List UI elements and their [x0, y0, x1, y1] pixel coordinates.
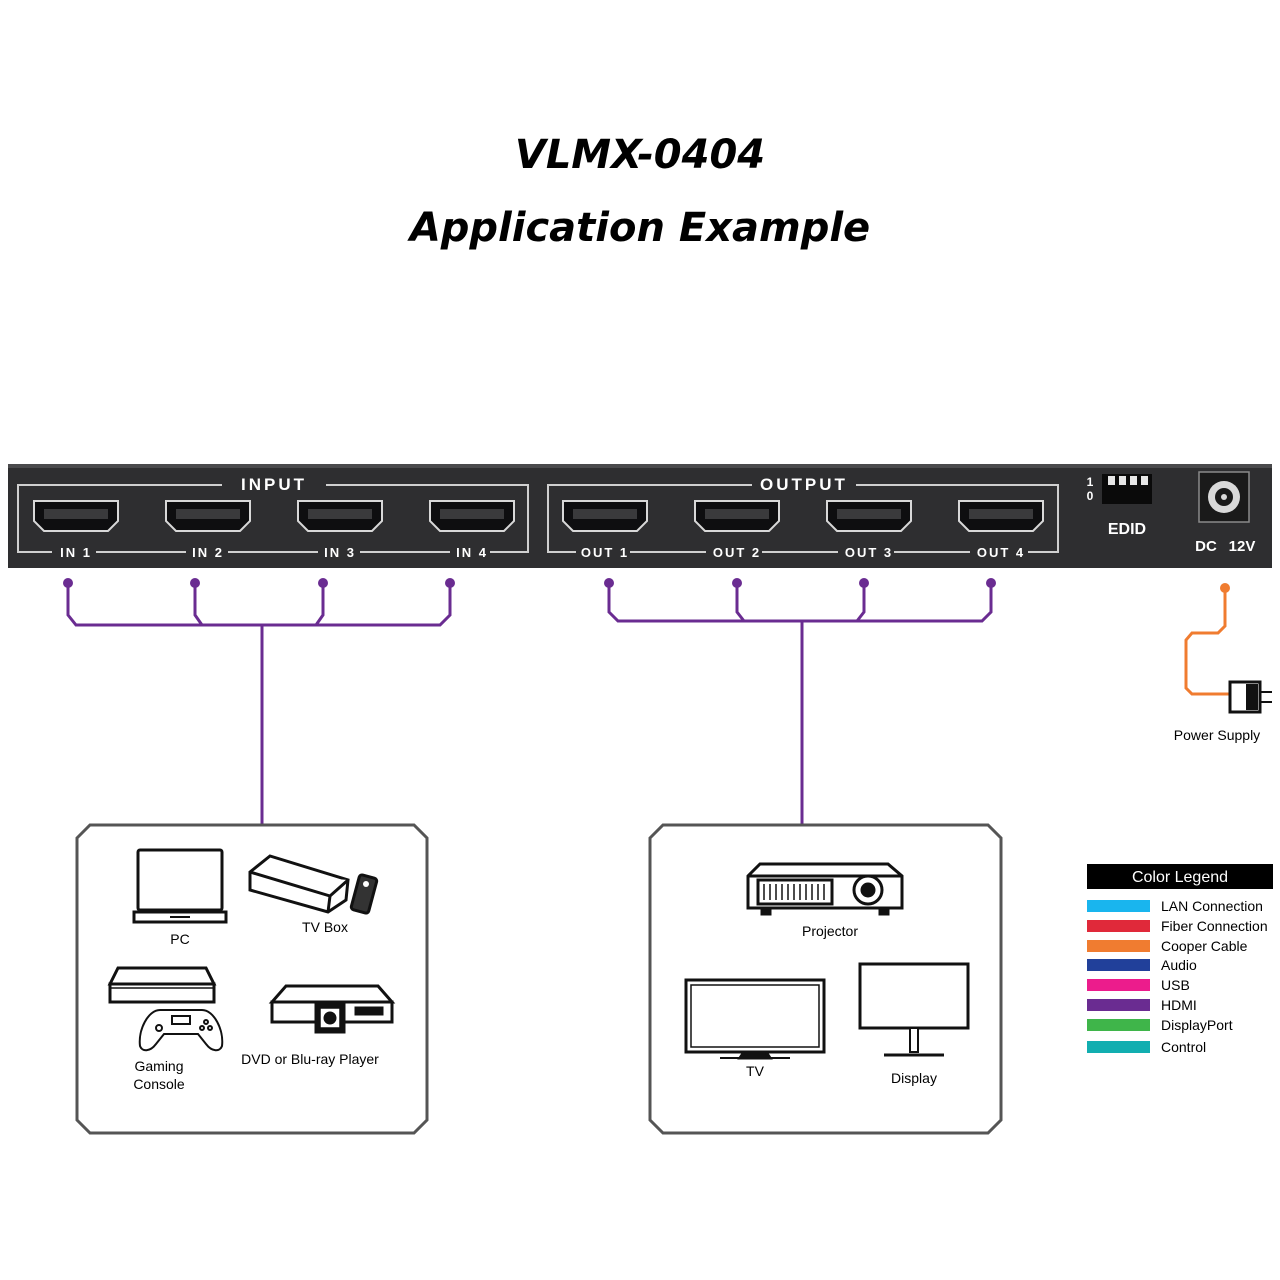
tv-box-icon [248, 854, 379, 915]
monitor-icon [858, 962, 970, 1057]
legend-label-8: Control [1161, 1039, 1206, 1055]
legend-swatch-8 [1087, 1041, 1150, 1053]
output-port-1[interactable] [562, 500, 648, 532]
output-section [547, 484, 1059, 553]
diagram-title: VLMX-0404 [514, 132, 766, 178]
legend-label-6: HDMI [1161, 997, 1197, 1013]
cable-dot-out2 [732, 578, 742, 588]
edid-zero-label: 0 [1087, 489, 1094, 503]
output-port-2[interactable] [694, 500, 780, 532]
cable-dot-in4 [445, 578, 455, 588]
dvd-label: DVD or Blu-ray Player [241, 1051, 379, 1067]
legend-swatch-6 [1087, 999, 1150, 1011]
output-section-label: OUTPUT [760, 475, 848, 494]
gaming-console-icon [107, 966, 217, 1004]
voltage-label: 12V [1229, 538, 1256, 555]
tv-icon [684, 978, 826, 1060]
hdmi-output-cables [607, 584, 993, 826]
hdmi-input-cables [66, 584, 452, 826]
input-section [17, 484, 529, 553]
edid-dip-switch[interactable] [1102, 474, 1152, 504]
dvd-player-icon [268, 984, 396, 1034]
legend-label-2: Fiber Connection [1161, 918, 1268, 934]
diagram-subtitle: Application Example [409, 205, 871, 251]
tv-label: TV [746, 1063, 765, 1079]
power-cable-dot [1220, 583, 1230, 593]
cable-dot-out1 [604, 578, 614, 588]
gaming-console-label-line1: Gaming [134, 1058, 183, 1074]
power-supply-icon [1228, 680, 1272, 714]
output-port-label-2: OUT 2 [713, 545, 761, 560]
cable-dot-out4 [986, 578, 996, 588]
legend-swatch-3 [1087, 940, 1150, 952]
output-port-label-1: OUT 1 [581, 545, 629, 560]
matrix-switcher-panel: INPUT OUTPUT IN 1 IN 2 IN 3 IN 4 OUT [8, 464, 1272, 568]
input-port-label-4: IN 4 [456, 545, 488, 560]
legend-swatch-5 [1087, 979, 1150, 991]
legend-swatch-2 [1087, 920, 1150, 932]
output-port-label-3: OUT 3 [845, 545, 893, 560]
legend-swatch-7 [1087, 1019, 1150, 1031]
output-port-3[interactable] [826, 500, 912, 532]
legend-swatch-4 [1087, 959, 1150, 971]
power-cable [1184, 590, 1230, 696]
output-port-4[interactable] [958, 500, 1044, 532]
laptop-icon [132, 848, 228, 924]
cable-dot-in1 [63, 578, 73, 588]
dc-label: DC [1195, 538, 1217, 555]
input-port-label-2: IN 2 [192, 545, 224, 560]
pc-label: PC [170, 931, 189, 947]
power-supply-label: Power Supply [1174, 727, 1260, 743]
legend-title: Color Legend [1132, 869, 1228, 886]
edid-label: EDID [1108, 521, 1146, 538]
legend-swatch-1 [1087, 900, 1150, 912]
tv-box-label: TV Box [302, 919, 348, 935]
cable-dot-out3 [859, 578, 869, 588]
legend-label-7: DisplayPort [1161, 1017, 1233, 1033]
gaming-console-label-line2: Console [133, 1076, 185, 1092]
projector-label: Projector [802, 923, 858, 939]
input-port-3[interactable] [297, 500, 383, 532]
legend-label-1: LAN Connection [1161, 898, 1263, 914]
edid-one-label: 1 [1087, 475, 1094, 489]
input-port-2[interactable] [165, 500, 251, 532]
input-port-label-3: IN 3 [324, 545, 356, 560]
output-port-label-4: OUT 4 [977, 545, 1025, 560]
input-section-label: INPUT [241, 475, 307, 494]
dc-power-port[interactable] [1198, 471, 1250, 523]
gamepad-icon [138, 1009, 224, 1052]
projector-icon [746, 862, 904, 916]
legend-label-4: Audio [1161, 957, 1197, 973]
input-port-1[interactable] [33, 500, 119, 532]
input-port-label-1: IN 1 [60, 545, 92, 560]
legend-label-3: Cooper Cable [1161, 938, 1248, 954]
display-label: Display [891, 1070, 937, 1086]
cable-dot-in2 [190, 578, 200, 588]
input-port-4[interactable] [429, 500, 515, 532]
cable-dot-in3 [318, 578, 328, 588]
legend-label-5: USB [1161, 977, 1190, 993]
